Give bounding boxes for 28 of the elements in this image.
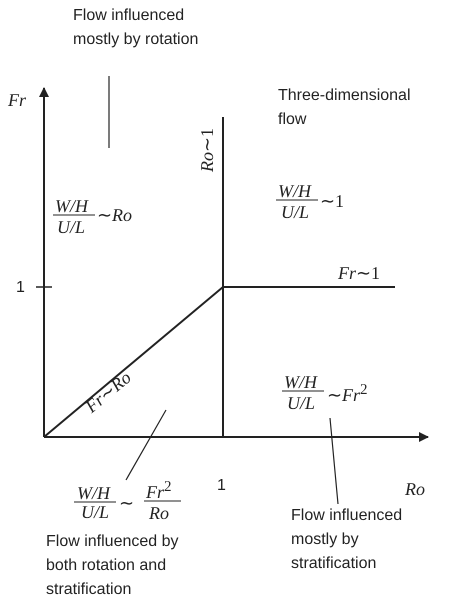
math-expression: ∼: [119, 494, 134, 512]
leader-line: [125, 410, 167, 480]
math-expression: W/H: [284, 373, 317, 391]
tick-label: 1: [16, 278, 25, 298]
math-expression: U/L: [287, 394, 316, 412]
tick-label: 1: [217, 476, 226, 496]
boundary-label: Fr∼Ro: [82, 368, 134, 416]
math-expression: W/H: [55, 197, 88, 215]
math-expression: Ro: [149, 504, 169, 522]
leader-line: [108, 76, 110, 148]
axis-label: Fr: [8, 91, 26, 109]
math-expression: U/L: [81, 503, 110, 521]
math-expression: ∼Ro: [97, 206, 132, 224]
boundary-label: Ro∼1: [198, 128, 216, 172]
math-expression: Fr$^{2}$: [146, 478, 172, 501]
leader-line: [329, 418, 339, 504]
region-label: Flow influenced mostly by rotation: [73, 4, 203, 52]
region-label: Flow influenced by both rotation and stratification: [46, 532, 180, 600]
math-expression: ∼1: [320, 192, 344, 210]
math-expression: W/H: [278, 182, 311, 200]
math-expression: W/H: [77, 484, 110, 502]
math-expression: U/L: [281, 203, 310, 221]
boundary-label: Fr∼1: [338, 264, 380, 282]
axis-label: Ro: [405, 480, 425, 498]
region-label: Flow influenced mostly by stratification: [291, 504, 431, 576]
region-label: Three-dimensional flow: [278, 86, 412, 130]
math-expression: ∼Fr$^{2}$: [327, 381, 368, 404]
math-expression: U/L: [57, 218, 86, 236]
